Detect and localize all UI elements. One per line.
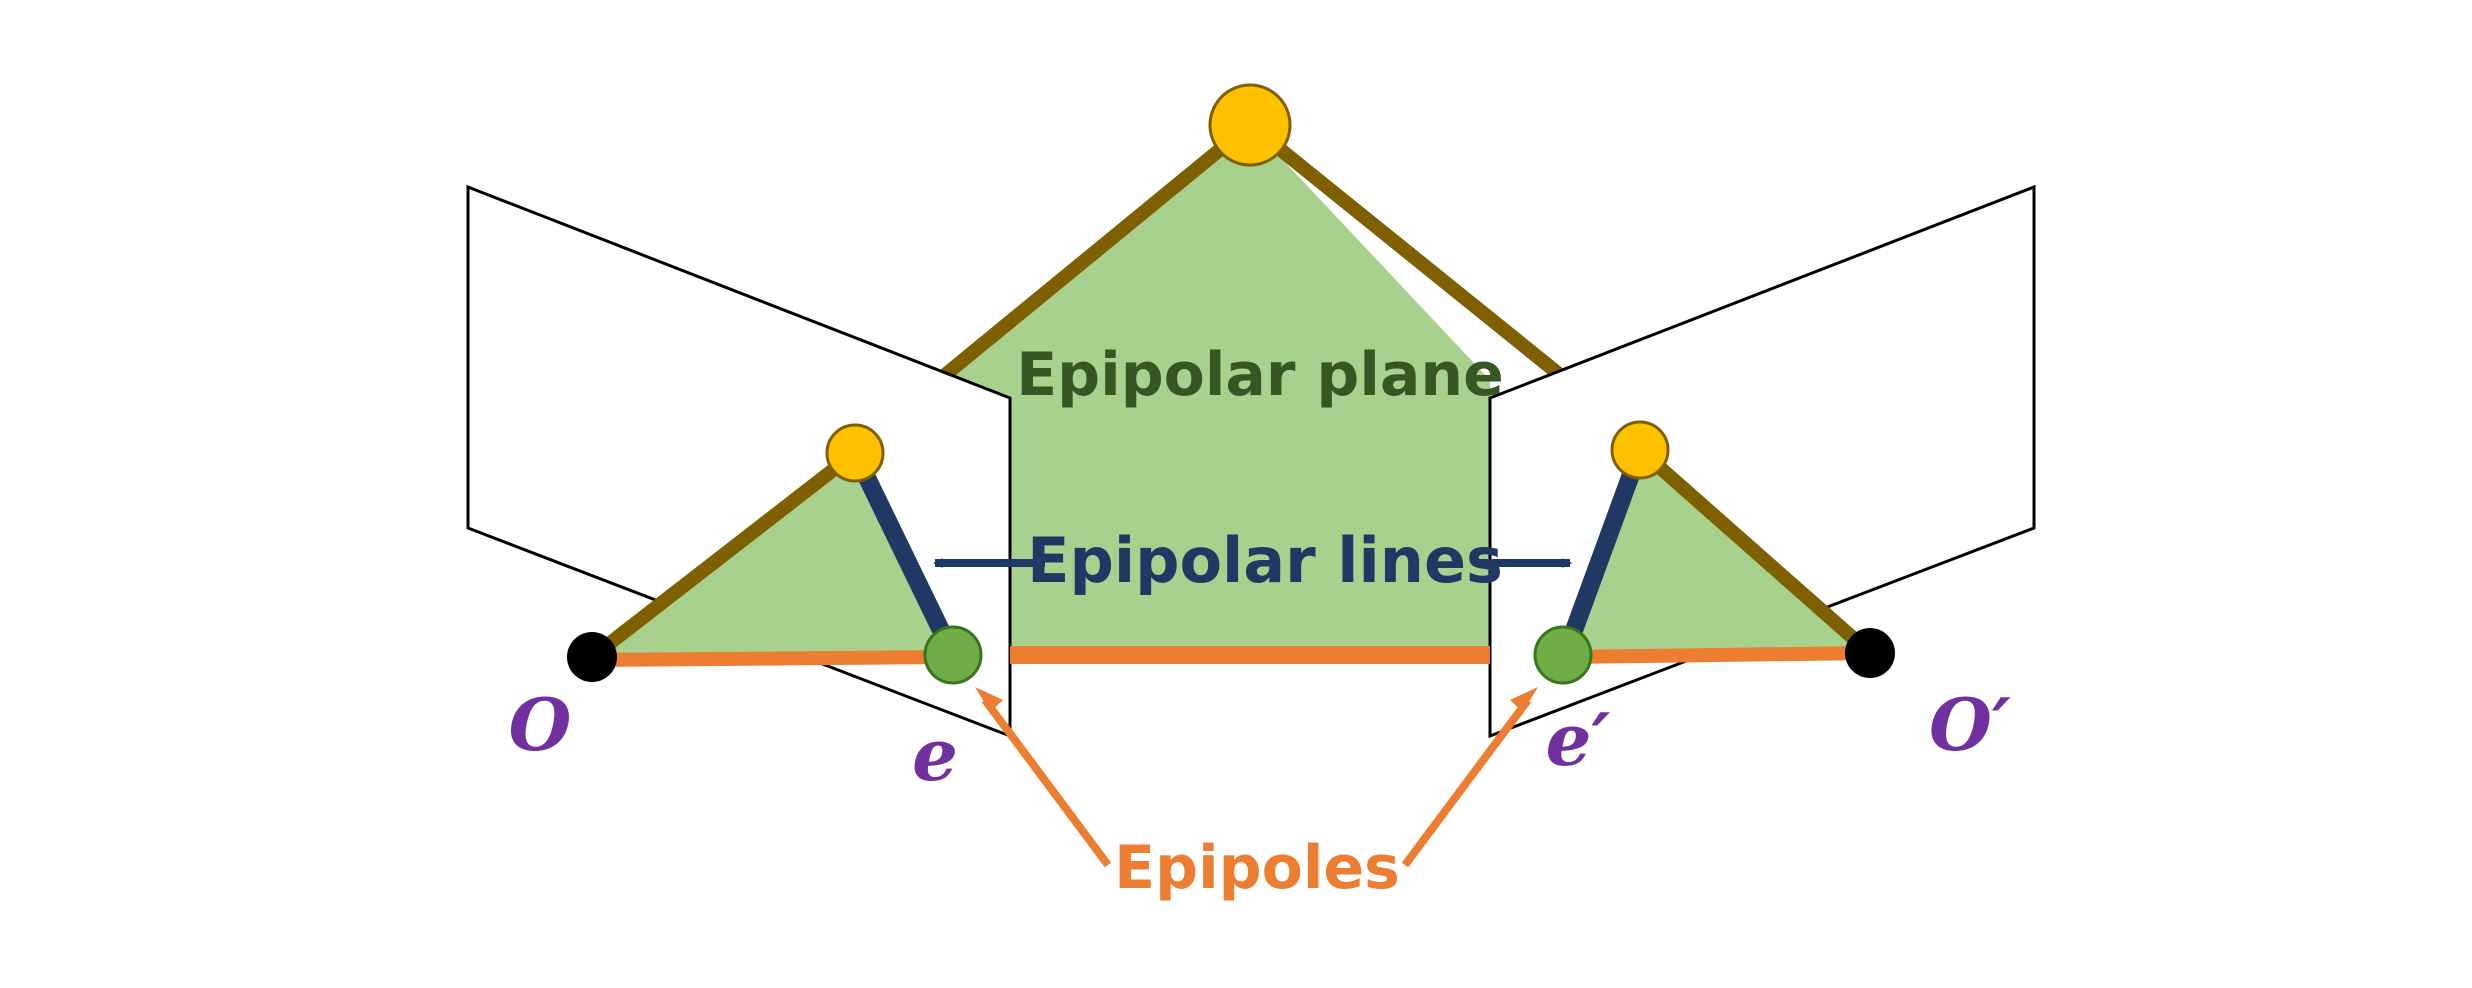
epipolar-line-right bbox=[1556, 446, 1649, 659]
point-3d bbox=[1208, 83, 1292, 167]
projection-left bbox=[825, 423, 885, 483]
baseline-right bbox=[1562, 646, 1871, 664]
epipolar-plane-right-section bbox=[1563, 450, 1870, 655]
epipole-right bbox=[1533, 625, 1593, 685]
epipolar-plane bbox=[945, 125, 1490, 655]
label-camera-right: O′ bbox=[1929, 682, 2011, 767]
epipolar-line-left bbox=[846, 449, 962, 659]
label-epipolar-plane: Epipolar plane bbox=[1016, 340, 1504, 410]
ray-left-top bbox=[940, 119, 1255, 381]
label-epipole-left: e bbox=[912, 712, 958, 797]
label-epipole-right: e′ bbox=[1546, 697, 1611, 782]
arrowhead-epipole-left bbox=[975, 687, 1003, 712]
camera-center-left bbox=[567, 632, 617, 682]
ray-right-camera bbox=[1635, 444, 1875, 659]
epipole-left bbox=[923, 625, 983, 685]
arrowhead-epipole-right bbox=[1510, 687, 1538, 712]
label-camera-left: O bbox=[509, 682, 572, 767]
label-epipolar-lines: Epipolar lines bbox=[1027, 524, 1503, 597]
ray-right-top bbox=[1245, 119, 1565, 381]
camera-center-right bbox=[1845, 628, 1895, 678]
arrow-epipole-left bbox=[981, 697, 1112, 868]
label-epipoles: Epipoles bbox=[1114, 833, 1400, 903]
ray-left-camera bbox=[587, 447, 860, 663]
baseline-left bbox=[591, 650, 956, 667]
projection-right bbox=[1610, 420, 1670, 480]
arrow-epipole-right bbox=[1401, 697, 1532, 868]
epipolar-plane-left-section bbox=[592, 453, 955, 657]
